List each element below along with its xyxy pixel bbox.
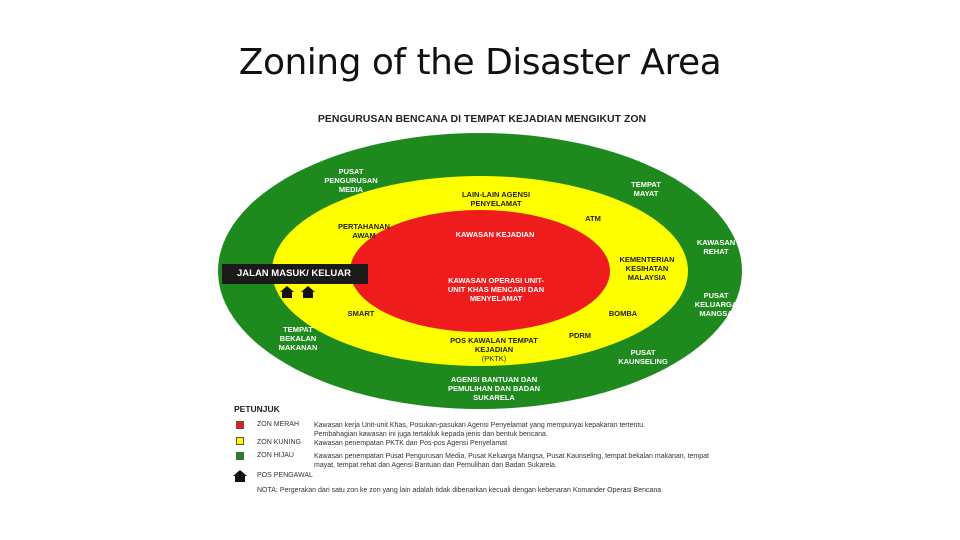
label-counselling: PUSAT KAUNSELING xyxy=(618,348,668,366)
label-food-supply: TEMPAT BEKALAN MAKANAN xyxy=(278,325,318,352)
legend-post-icon xyxy=(233,470,247,482)
label-family-centre: PUSAT KELUARGA MANGSA xyxy=(694,291,738,318)
red-zone xyxy=(350,210,610,332)
legend-green-key: ZON HIJAU xyxy=(257,452,294,459)
red-zone-swatch xyxy=(236,421,244,429)
legend-green-desc-1: Kawasan penempatan Pusat Pengurusan Medi… xyxy=(314,453,709,460)
legend-green-desc-2: mayat, tempat rehat dan Agensi Bantuan d… xyxy=(314,462,557,469)
legend-note: NOTA: Pergerakan dari satu zon ke zon ya… xyxy=(257,487,662,494)
legend-post-key: POS PENGAWAL xyxy=(257,472,313,479)
green-zone-swatch xyxy=(236,452,244,460)
label-media-centre: PUSAT PENGURUSAN MEDIA xyxy=(324,167,378,194)
label-incident-area: KAWASAN KEJADIAN xyxy=(455,230,535,239)
diagram-title: PENGURUSAN BENCANA DI TEMPAT KEJADIAN ME… xyxy=(317,113,647,125)
guard-post-icon xyxy=(280,286,315,298)
label-aid-agencies: AGENSI BANTUAN DAN PEMULIHAN DAN BADAN S… xyxy=(447,375,541,402)
label-mortuary: TEMPAT MAYAT xyxy=(631,180,661,198)
label-police: PDRM xyxy=(568,331,592,340)
label-other-agencies: LAIN-LAIN AGENSI PENYELAMAT xyxy=(461,190,531,208)
label-search-rescue-area: KAWASAN OPERASI UNIT-UNIT KHAS MENCARI D… xyxy=(447,276,545,303)
yellow-zone-swatch xyxy=(236,437,244,445)
legend-red-key: ZON MERAH xyxy=(257,421,299,428)
legend-yellow-desc: Kawasan penempatan PKTK dan Pos-pos Agen… xyxy=(314,440,508,447)
label-rest-area: KAWASAN REHAT xyxy=(696,238,736,256)
entry-exit-road: JALAN MASUK/ KELUAR xyxy=(222,264,368,284)
label-atm: ATM xyxy=(585,214,601,223)
label-civil-defence: PERTAHANAN AWAM xyxy=(338,222,390,240)
legend-heading: PETUNJUK xyxy=(234,404,280,414)
label-health-ministry: KEMENTERIAN KESIHATAN MALAYSIA xyxy=(619,255,675,282)
legend-yellow-key: ZON KUNING xyxy=(257,439,301,446)
label-fire-brigade: BOMBA xyxy=(608,309,638,318)
label-smart: SMART xyxy=(347,309,375,318)
legend-red-desc-1: Kawasan kerja Unit-unit Khas, Posukan-pa… xyxy=(314,422,646,429)
slide-title: Zoning of the Disaster Area xyxy=(238,42,722,83)
legend-red-desc-2: Pembahagian kawasan ini juga tertakluk k… xyxy=(314,431,548,438)
label-pktk: (PKTK) xyxy=(481,354,507,363)
label-command-post: POS KAWALAN TEMPAT KEJADIAN xyxy=(450,336,538,354)
